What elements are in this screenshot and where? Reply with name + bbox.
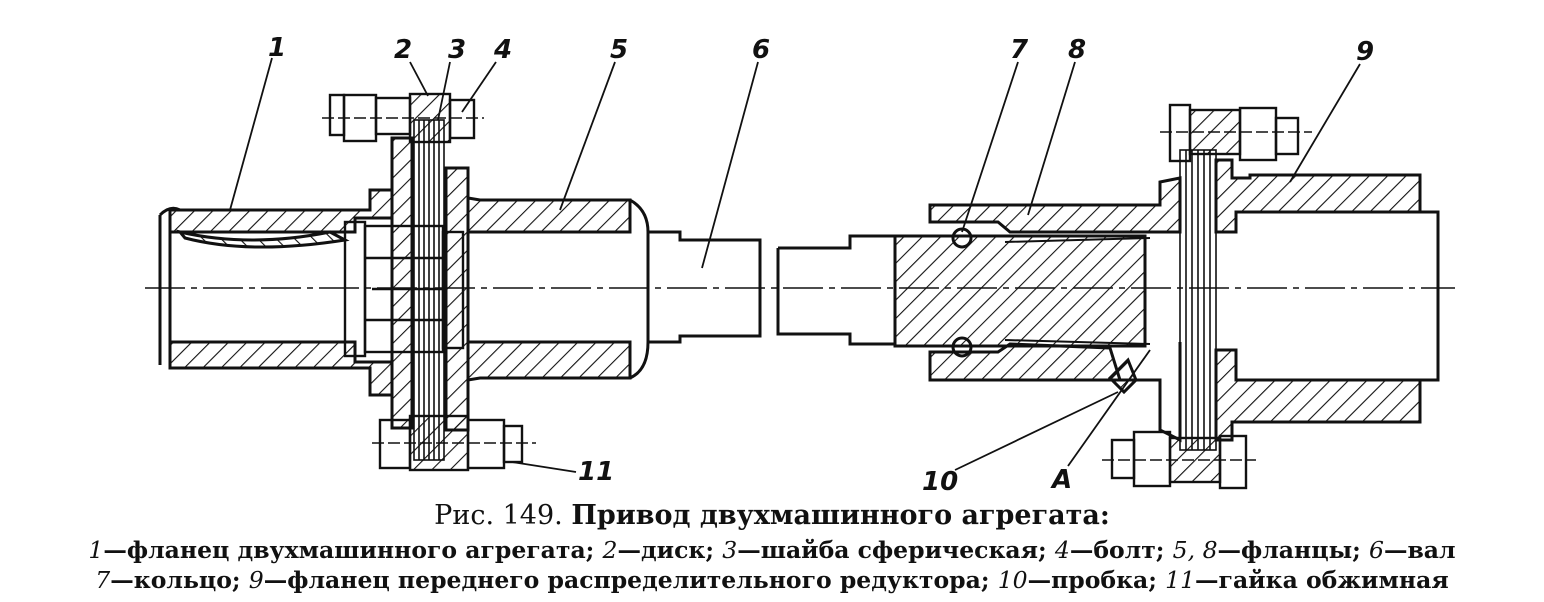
ring-7-bottom xyxy=(951,336,973,358)
legend-num: 2 xyxy=(602,536,618,564)
legend-num: 1 xyxy=(88,536,104,564)
figure-caption: Рис. 149. Привод двухмашинного агрегата: xyxy=(0,500,1544,531)
flange-9 xyxy=(1214,158,1440,442)
callout-7: 7 xyxy=(1010,35,1029,65)
callout-a: A xyxy=(1050,465,1072,495)
bolt-right-top xyxy=(1160,103,1312,163)
flange-5-plate xyxy=(444,166,470,432)
legend-text: —кольцо; xyxy=(110,566,249,594)
callout-1: 1 xyxy=(268,33,286,63)
legend-num: 9 xyxy=(248,566,264,594)
legend-text: —фланец переднего распределительного ред… xyxy=(263,566,998,594)
callout-4: 4 xyxy=(493,35,512,65)
ring-7-top xyxy=(951,227,973,249)
shaft-6 xyxy=(648,230,895,346)
legend-num: 7 xyxy=(95,566,111,594)
caption-title: Привод двухмашинного агрегата: xyxy=(571,500,1110,531)
bolt-4-top xyxy=(322,92,484,144)
legend-text: —болт; xyxy=(1069,536,1173,564)
callout-6: 6 xyxy=(752,35,770,65)
callout-10: 10 xyxy=(922,467,958,497)
legend-num: 5, 8 xyxy=(1172,536,1218,564)
flange-5 xyxy=(466,168,650,382)
legend-num: 4 xyxy=(1054,536,1070,564)
callout-2: 2 xyxy=(394,35,412,65)
nut-11-bottom xyxy=(372,414,536,472)
legend-text: —вал xyxy=(1383,536,1456,564)
legend-num: 3 xyxy=(722,536,738,564)
legend-num: 6 xyxy=(1368,536,1384,564)
legend-text: —фланцы; xyxy=(1217,536,1369,564)
legend-text: —диск; xyxy=(617,536,723,564)
flange-1 xyxy=(158,188,394,397)
legend-line-1: 1—фланец двухмашинного агрегата; 2—диск;… xyxy=(0,536,1544,564)
legend-text: —шайба сферическая; xyxy=(737,536,1055,564)
flange-1-plate xyxy=(390,136,414,430)
legend-num: 11 xyxy=(1165,566,1196,594)
callout-8: 8 xyxy=(1068,35,1086,65)
disc-pack-right xyxy=(1179,149,1217,451)
callout-5: 5 xyxy=(610,35,628,65)
coupling-drawing: 1 2 3 4 5 6 7 8 9 10 A 11 xyxy=(145,33,1455,497)
callout-3: 3 xyxy=(448,35,466,65)
flange-8 xyxy=(928,176,1182,443)
legend-text: —фланец двухмашинного агрегата; xyxy=(103,536,603,564)
bolt-right-bottom xyxy=(1102,430,1256,490)
legend-text: —гайка обжимная xyxy=(1195,566,1449,594)
legend-num: 10 xyxy=(997,566,1028,594)
callout-9: 9 xyxy=(1356,37,1374,67)
leader-lines xyxy=(229,57,1361,473)
caption-label: Рис. 149. xyxy=(434,500,563,531)
shaft-6-end xyxy=(893,227,1151,358)
legend-text: —пробка; xyxy=(1027,566,1166,594)
callout-11: 11 xyxy=(578,457,614,487)
legend-line-2: 7—кольцо; 9—фланец переднего распределит… xyxy=(0,566,1544,594)
nut-assembly xyxy=(343,220,465,358)
plug-10 xyxy=(1107,357,1138,395)
